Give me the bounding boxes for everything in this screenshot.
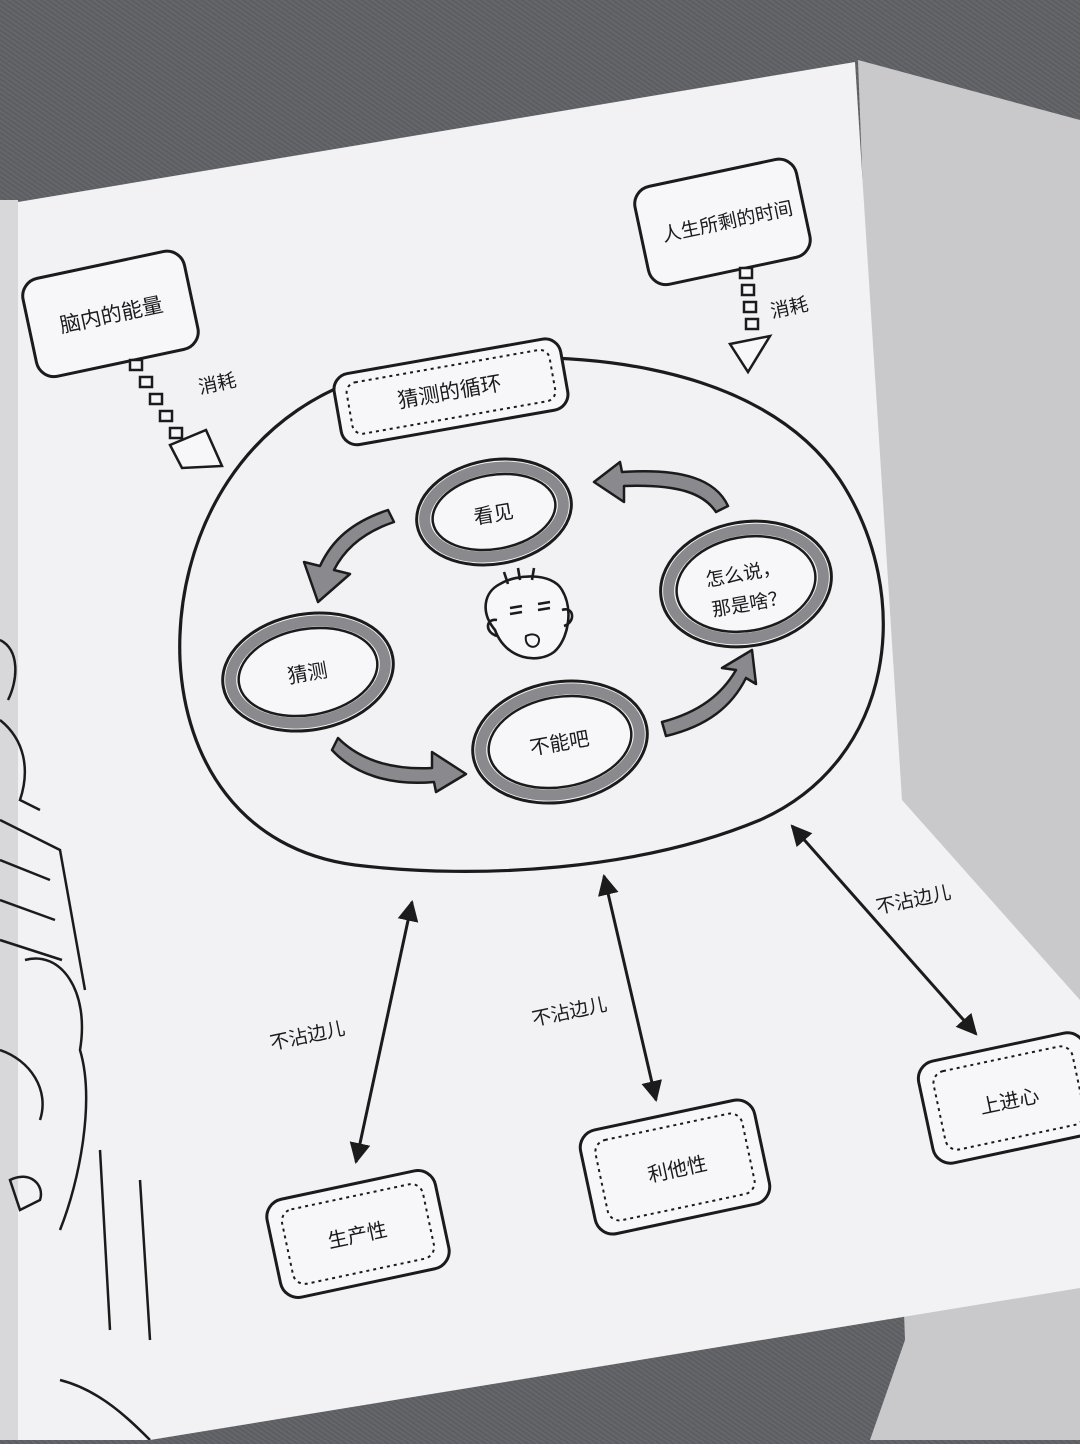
cycle-node-how-to-say: 怎么说， 那是啥？	[659, 519, 833, 649]
link-arrow-left	[349, 899, 419, 1165]
left-illustration	[0, 638, 152, 1441]
cycle-node-guess: 猜测	[221, 611, 395, 733]
consume-arrow-left	[128, 358, 224, 470]
arrow-how-to-see	[592, 460, 730, 514]
guess-loop-oval	[178, 356, 885, 873]
arrow-cannot-be-to-how	[660, 648, 758, 738]
cycle-node-see: 看见	[415, 457, 573, 567]
guess-loop-title-box	[332, 337, 570, 447]
arrow-see-to-guess	[302, 508, 396, 604]
link-arrow-middle	[598, 873, 662, 1103]
remaining-time-box	[633, 157, 812, 287]
outcome-box-productivity: 生产性	[265, 1169, 451, 1299]
outcome-box-altruism: 利他性	[578, 1098, 772, 1236]
outcome-box-ambition: 上进心	[916, 1031, 1080, 1165]
link-arrow-right	[790, 824, 978, 1036]
brain-energy-box	[21, 249, 200, 379]
guess-loop-title-dashes	[345, 348, 557, 435]
center-face-icon	[484, 567, 574, 660]
cycle-arrows	[302, 460, 758, 794]
arrow-guess-to-cannot-be	[330, 736, 468, 794]
consume-arrow-right	[727, 266, 773, 375]
cycle-node-cannot-be: 不能吧	[471, 679, 649, 805]
binding-shadow	[0, 200, 18, 1440]
